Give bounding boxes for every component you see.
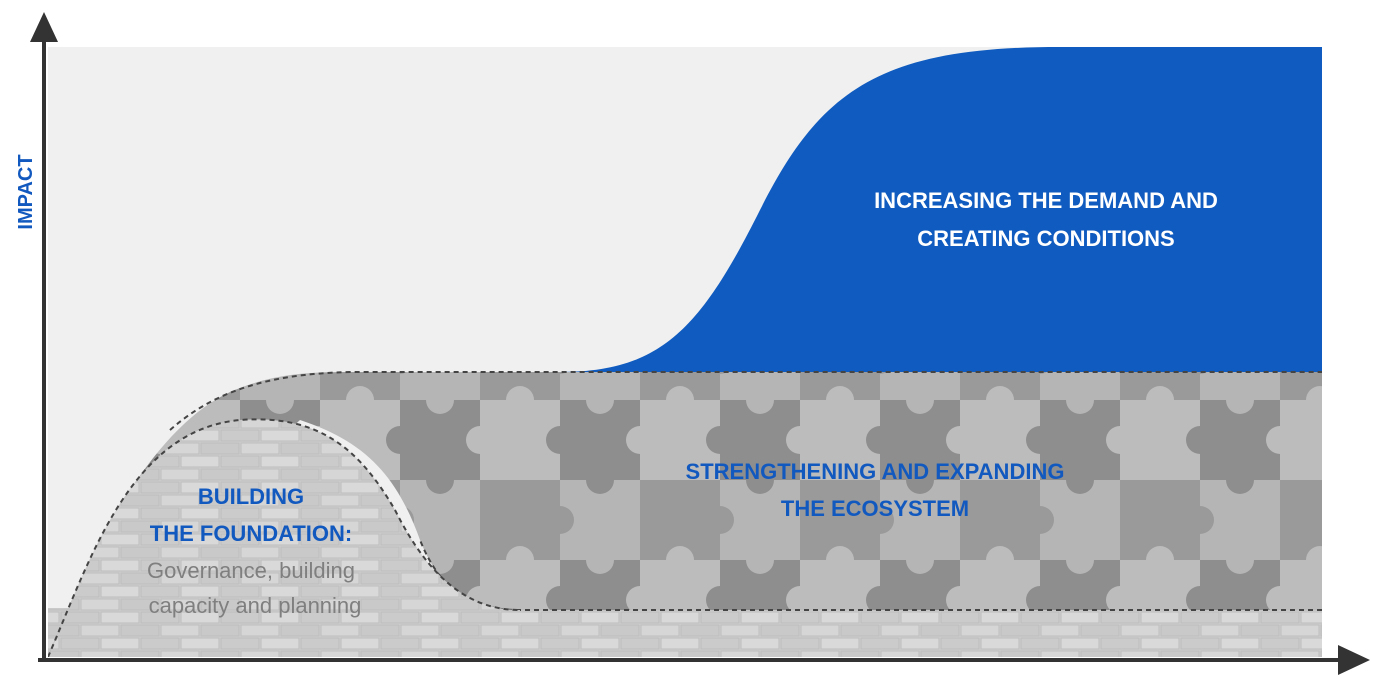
demand-title-line-2: CREATING CONDITIONS [917,226,1174,251]
ecosystem-area [48,372,1322,657]
ecosystem-outline [169,371,1322,611]
foundation-title-line-1: BUILDING [198,484,304,509]
foundation-subtitle-line-2: capacity and planning [149,593,362,618]
ecosystem-title-line-2: THE ECOSYSTEM [781,496,969,521]
foundation-subtitle-line-1: Governance, building [147,558,355,583]
demand-title-line-1: INCREASING THE DEMAND AND [874,188,1218,213]
foundation-area [48,419,520,657]
x-axis-arrow-icon [1338,645,1370,675]
ecosystem-title-line-1: STRENGTHENING AND EXPANDING [686,459,1065,484]
foundation-title-line-2: THE FOUNDATION: [150,521,352,546]
y-axis-label: IMPACT [15,154,37,229]
demand-area [560,47,1322,372]
foundation-outline [48,418,521,657]
y-axis-arrow-icon [30,12,58,42]
